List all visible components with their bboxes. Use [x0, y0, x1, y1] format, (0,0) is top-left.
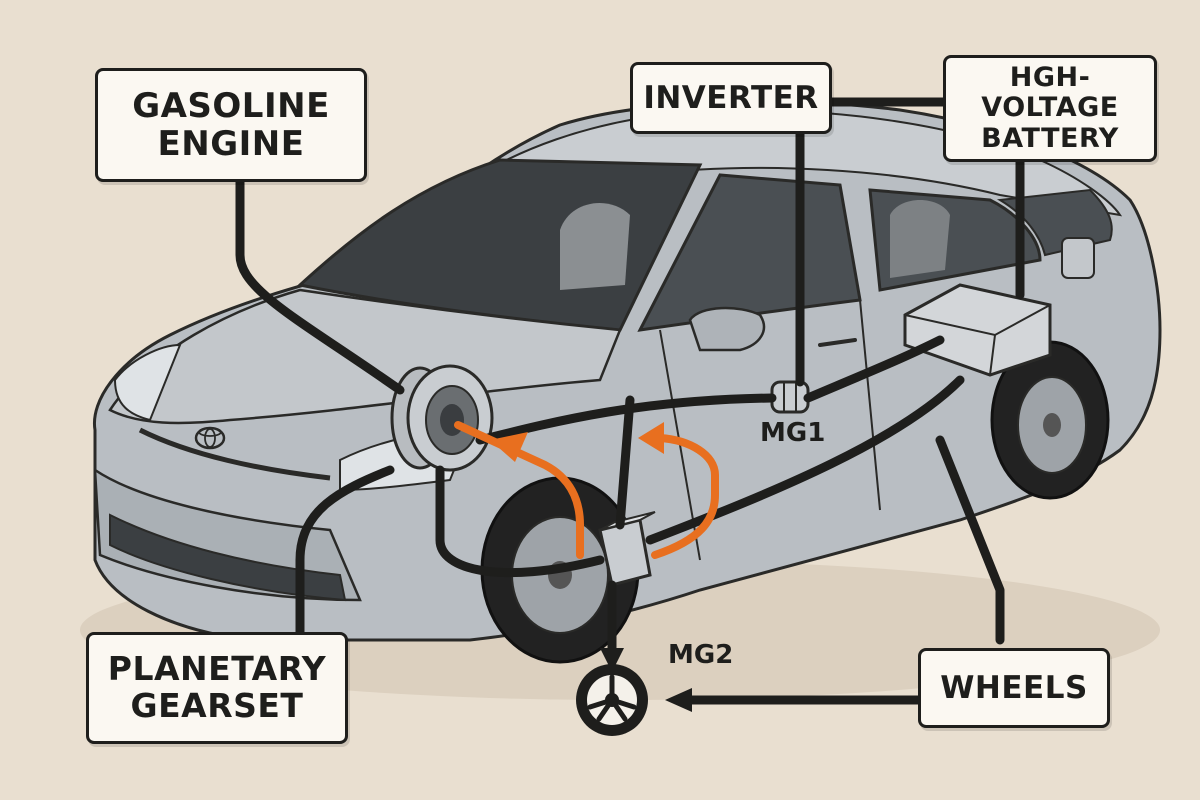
battery-label-line2: BATTERY	[981, 122, 1119, 154]
planetary-gearset-label: PLANETARY GEARSET	[86, 632, 348, 744]
power-flow-engine-to-mg2	[454, 421, 584, 559]
engine-gear-unit	[390, 364, 494, 472]
cable-gearset-label	[295, 465, 395, 637]
gasoline-engine-label: GASOLINE ENGINE	[95, 68, 367, 182]
cable-engine-mg1	[475, 393, 777, 445]
arrowhead-to-wheel-left	[665, 688, 692, 712]
power-flow-arrowhead-1	[490, 432, 528, 462]
inverter-label: INVERTER	[630, 62, 832, 134]
power-flow-mg2-to-mg1	[651, 434, 719, 559]
battery-label-line1: HGH-VOLTAGE	[981, 62, 1119, 124]
mg1-label: MG1	[760, 418, 826, 448]
cable-battery-wheels-label	[935, 435, 1005, 645]
wheels-label-text: WHEELS	[940, 669, 1088, 706]
cable-engine-label	[235, 175, 405, 395]
gasoline-engine-label-line2: ENGINE	[157, 124, 305, 164]
gasoline-engine-label-line1: GASOLINE	[132, 85, 330, 126]
door-handle-front	[818, 338, 857, 347]
cables	[235, 97, 1025, 705]
cable-mg1-mg2	[615, 395, 635, 530]
cable-inverter-mg2	[645, 375, 965, 545]
cable-engine-mg2	[435, 465, 605, 578]
rear-door-line	[859, 299, 881, 511]
planetary-gearset-label-line2: GEARSET	[130, 686, 304, 725]
rear-wheel	[990, 340, 1110, 500]
side-mirror	[688, 306, 766, 352]
hood	[108, 288, 622, 425]
toyota-logo-icon	[194, 426, 226, 450]
cable-mg1-battery	[803, 335, 945, 403]
front-bumper	[93, 467, 362, 602]
rear-seat	[890, 200, 950, 278]
mg2-unit	[598, 511, 656, 587]
mg2-label: MG2	[668, 640, 734, 670]
arrowhead-down-to-wheel	[600, 648, 624, 672]
planetary-gearset-label-line1: PLANETARY	[107, 649, 327, 689]
power-flow-arrowhead-2	[638, 422, 664, 454]
battery-label: HGH-VOLTAGE BATTERY	[943, 55, 1157, 162]
inverter-label-text: INVERTER	[643, 79, 819, 116]
power-flow-arrow-icon	[454, 421, 719, 559]
left-headlight	[113, 343, 182, 422]
wheels-label: WHEELS	[918, 648, 1110, 728]
upper-grille	[138, 427, 331, 481]
wheel-icon	[576, 664, 648, 736]
lower-grille	[109, 513, 347, 602]
fuel-door	[1061, 237, 1095, 279]
mg1-unit	[770, 380, 810, 414]
battery-unit	[903, 283, 1052, 377]
front-seat	[560, 203, 630, 290]
